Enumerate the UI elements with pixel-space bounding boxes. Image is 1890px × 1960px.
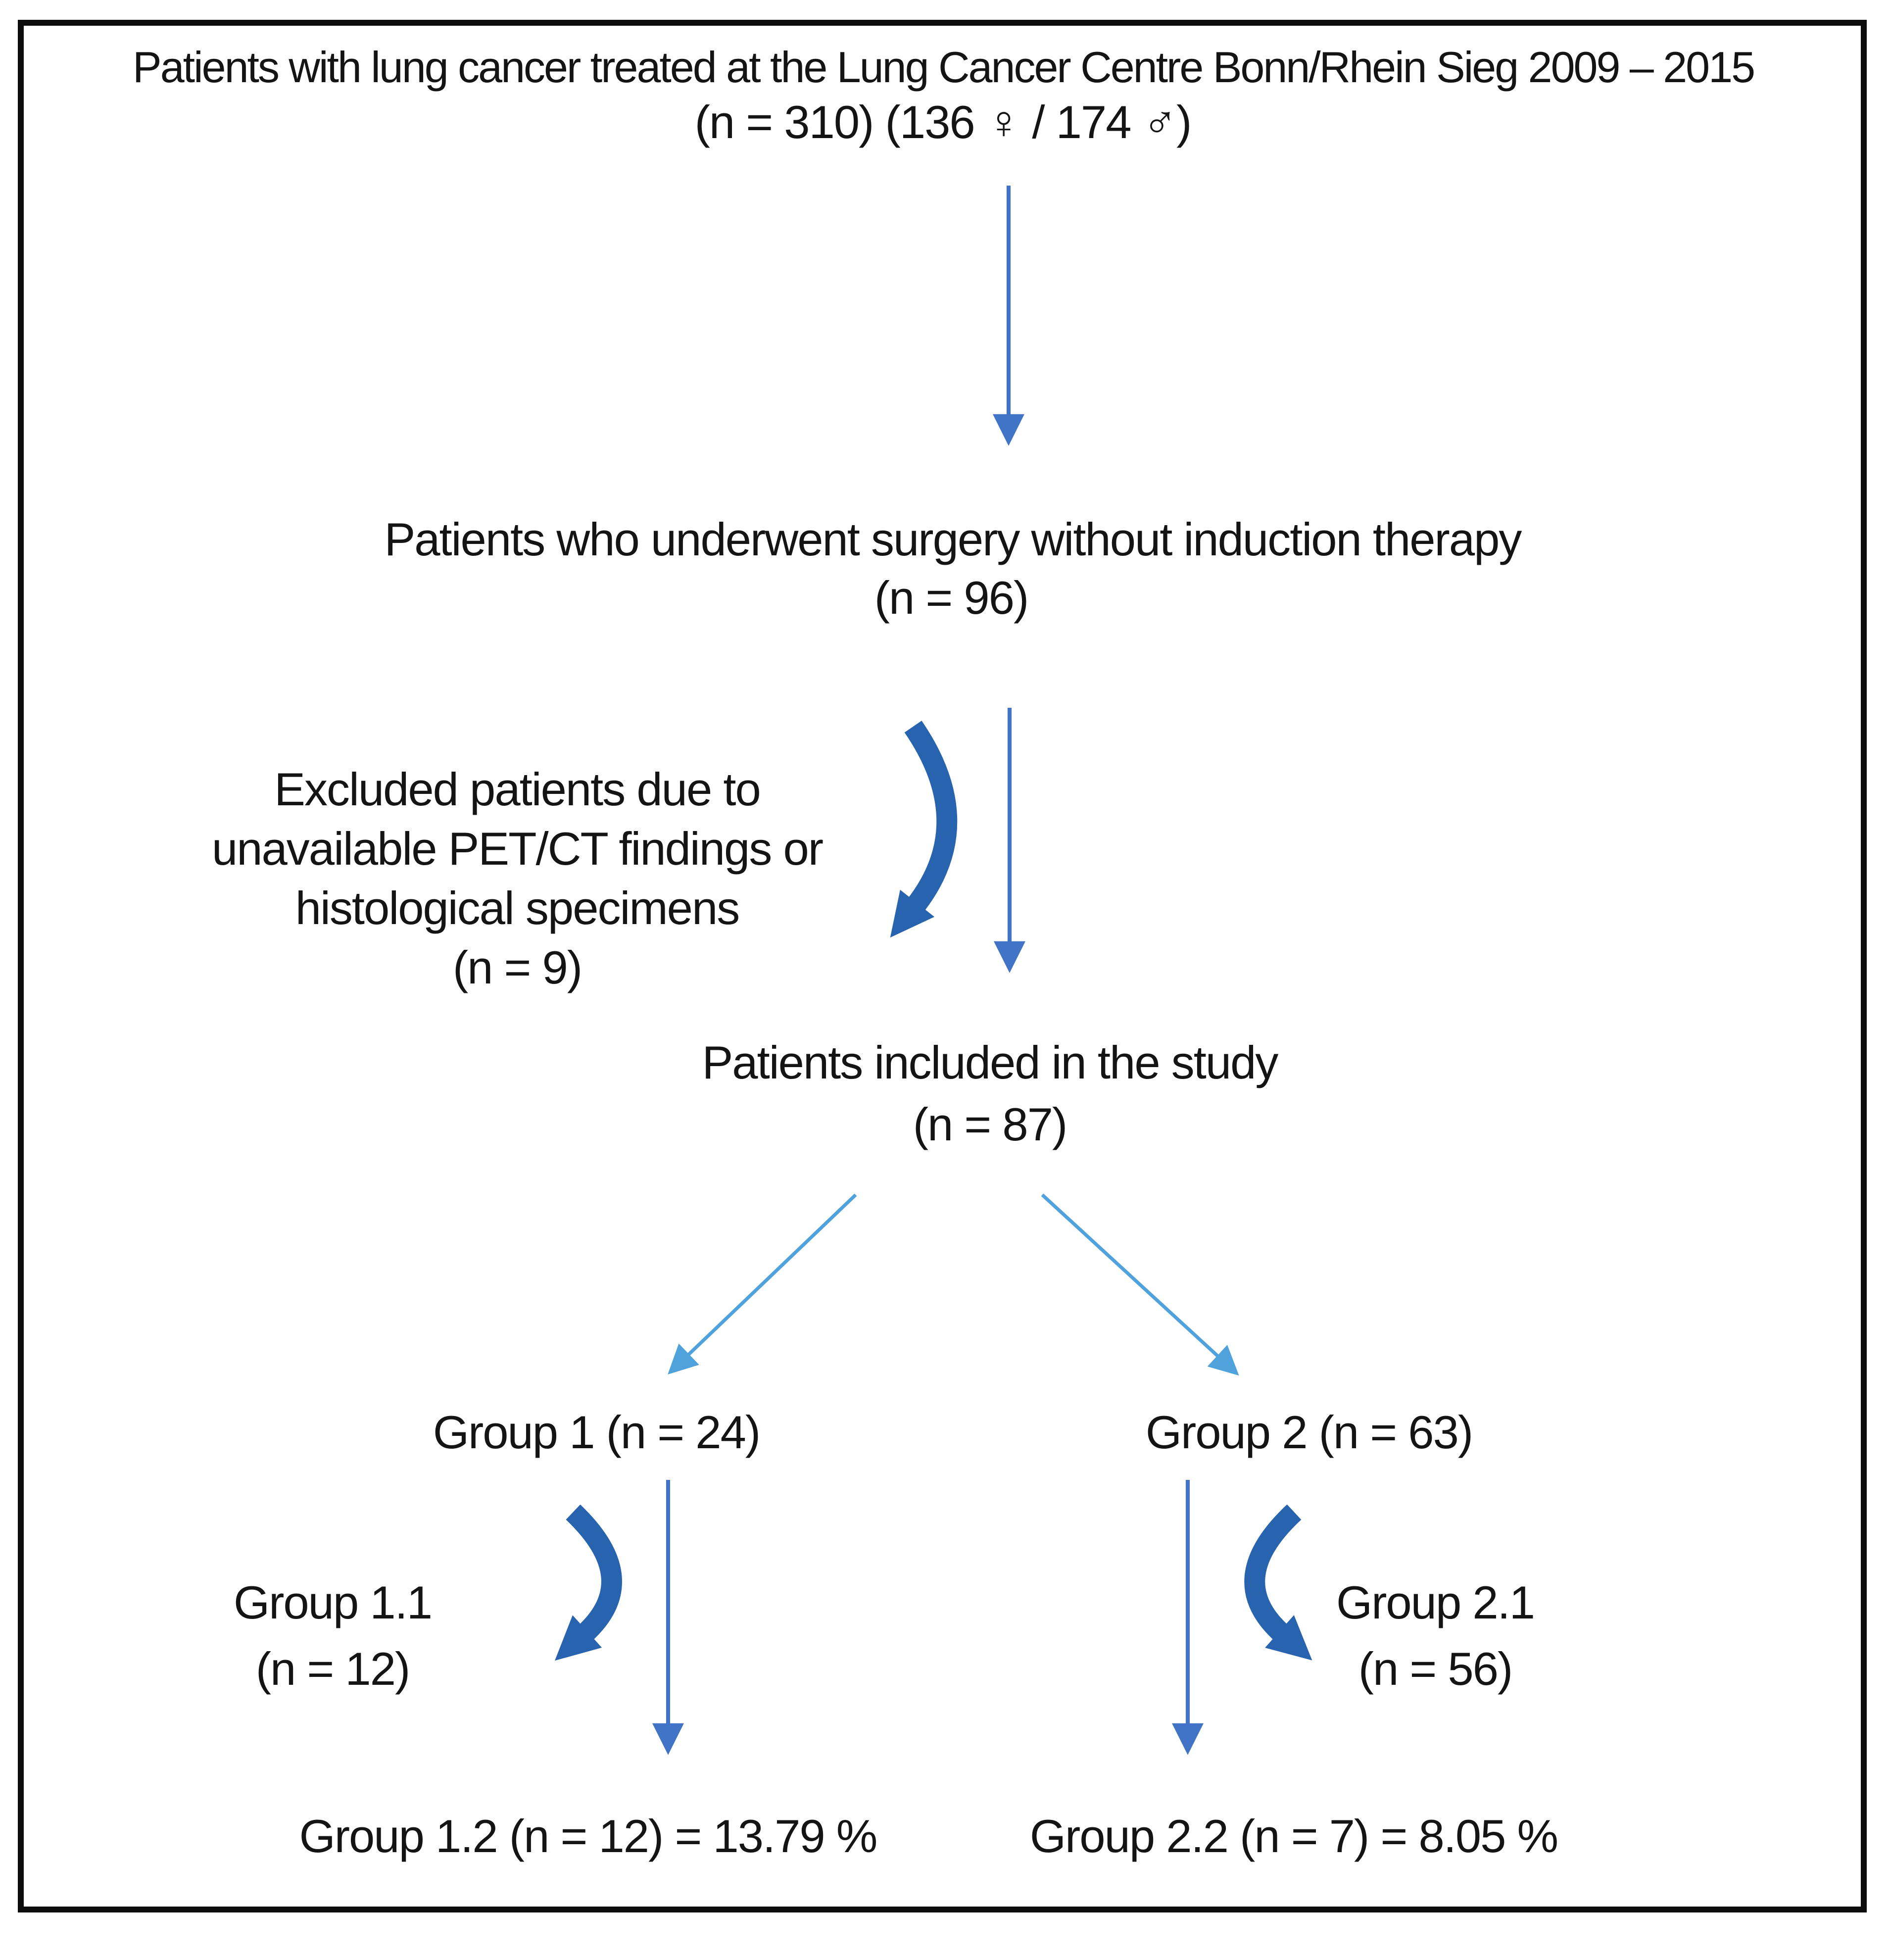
- node-group1-1-line2: (n = 12): [255, 1643, 411, 1695]
- node-group1-2-label: Group 1.2 (n = 12) = 13.79 %: [299, 1810, 878, 1862]
- node-group2-1-line2: (n = 56): [1358, 1643, 1513, 1695]
- figure-border-box: [18, 20, 1867, 1912]
- node-population-line2: (n = 310) (136 ♀ / 174 ♂): [694, 96, 1192, 148]
- curved-arrow-group2-to-group2-1: [1244, 1504, 1312, 1661]
- node-group1-1-line1: Group 1.1: [233, 1576, 433, 1628]
- node-included-line2: (n = 87): [913, 1098, 1068, 1150]
- node-group1-label: Group 1 (n = 24): [433, 1406, 761, 1458]
- node-group2-2-label: Group 2.2 (n = 7) = 8.05 %: [1029, 1810, 1558, 1862]
- node-excluded-line1: Excluded patients due to: [274, 763, 761, 815]
- node-group2-1-line1: Group 2.1: [1336, 1576, 1535, 1628]
- diagonal-arrow-included-to-group2: [1041, 1193, 1239, 1376]
- node-included-line1: Patients included in the study: [702, 1036, 1279, 1088]
- node-surgery-line2: (n = 96): [874, 572, 1029, 624]
- node-population-line1: Patients with lung cancer treated at the…: [132, 43, 1755, 92]
- node-group2-label: Group 2 (n = 63): [1145, 1406, 1473, 1458]
- node-excluded-line4: (n = 9): [452, 941, 582, 993]
- curved-arrow-group1-to-group1-1: [555, 1504, 622, 1661]
- diagonal-arrow-included-to-group1: [668, 1193, 857, 1375]
- node-excluded-line2: unavailable PET/CT findings or: [211, 823, 824, 875]
- curved-arrow-surgery-to-excluded: [890, 721, 958, 938]
- node-excluded-line3: histological specimens: [295, 882, 740, 934]
- node-surgery-line1: Patients who underwent surgery without i…: [384, 513, 1522, 565]
